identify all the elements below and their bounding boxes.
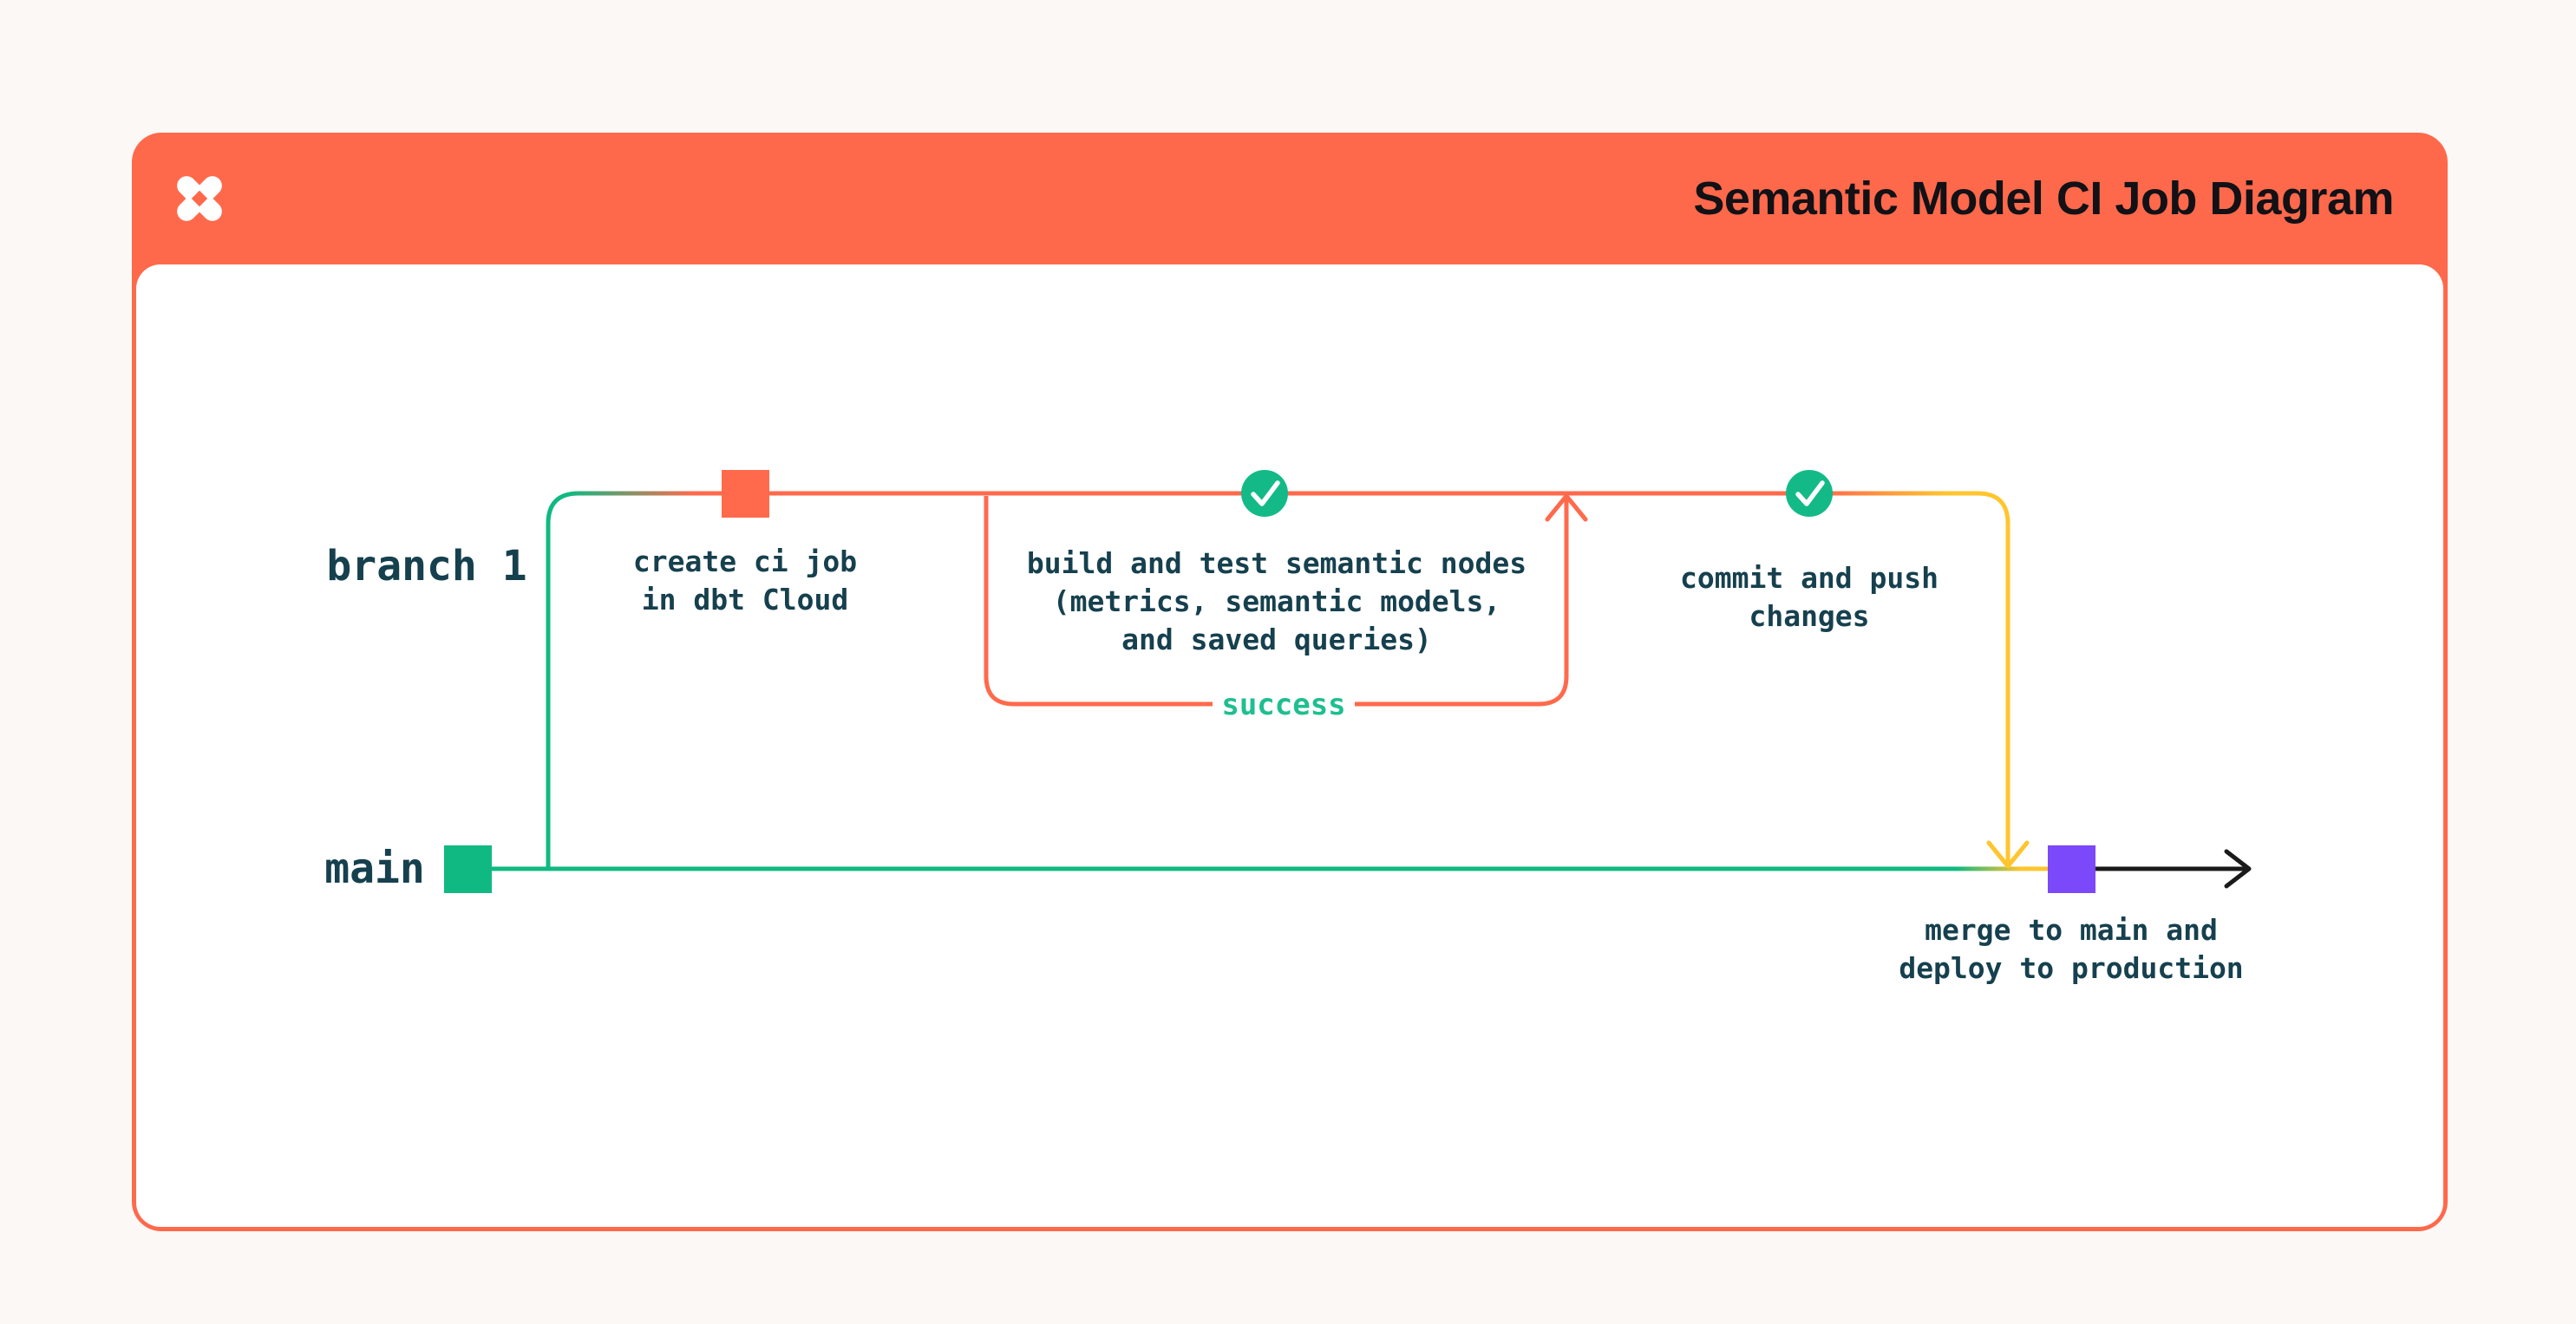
arrow-right-icon (2224, 849, 2252, 889)
card-header: Semantic Model CI Job Diagram (132, 133, 2448, 264)
branch1-label: branch 1 (326, 542, 527, 590)
step-build-and-test-label: build and test semantic nodes (metrics, … (1026, 546, 1527, 656)
branch1-return-line (1809, 491, 2010, 864)
main-label: main (324, 845, 425, 893)
diagram-card: Semantic Model CI Job Diagram (132, 133, 2448, 1231)
page-title: Semantic Model CI Job Diagram (1693, 173, 2394, 225)
arrow-down-icon (1986, 840, 2030, 869)
arrow-up-icon (1545, 493, 1588, 522)
main-start-square (444, 845, 492, 893)
step-create-ci-job-label: create ci job in dbt Cloud (632, 545, 858, 616)
check-circle-icon (1786, 470, 1833, 517)
create-ci-job-square (722, 470, 769, 518)
merge-square (2048, 845, 2095, 893)
card-body (136, 264, 2443, 1227)
success-loop-right (1355, 499, 1569, 707)
step-commit-push-label: commit and push changes (1679, 561, 1939, 633)
check-circle-icon (1241, 470, 1288, 517)
step-merge-deploy-label: merge to main and deploy to production (1899, 913, 2244, 985)
branch1-line (546, 491, 1809, 869)
success-loop-label: success (1221, 688, 1346, 722)
dbt-logo-icon (177, 176, 222, 221)
success-loop-left (984, 496, 1213, 707)
